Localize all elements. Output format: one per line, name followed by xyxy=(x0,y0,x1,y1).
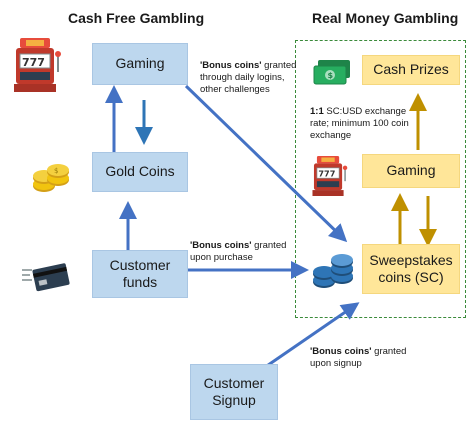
gaming-box-left: Gaming xyxy=(92,43,188,85)
exchange-rate-note: 1:1 SC:USD exchange rate; minimum 100 co… xyxy=(310,106,414,142)
blue-coin-stack-icon xyxy=(313,254,353,288)
purchase-bonus-note: 'Bonus coins' granted upon purchase xyxy=(190,240,295,264)
signup-bonus-note: 'Bonus coins' granted upon signup xyxy=(310,346,410,370)
slot-machine-icon: 777 xyxy=(14,38,61,92)
gold-coins-box: Gold Coins xyxy=(92,152,188,192)
cash-prizes-box: Cash Prizes xyxy=(362,55,460,85)
customer-signup-box: Customer Signup xyxy=(190,364,278,420)
arrow-gaming-to-sweepstakes xyxy=(184,84,348,243)
sweepstakes-box: Sweepstakes coins (SC) xyxy=(362,244,460,294)
cash-bill-icon: $ xyxy=(313,60,350,85)
gaming-box-right-label: Gaming xyxy=(386,162,436,179)
svg-text:777: 777 xyxy=(22,56,45,69)
sweepstakes-label: Sweepstakes coins (SC) xyxy=(369,251,453,286)
daily-bonus-note: 'Bonus coins' granted through daily logi… xyxy=(200,60,305,96)
gaming-box-right: Gaming xyxy=(362,154,460,188)
purchase-bonus-note-text: granted upon purchase xyxy=(190,240,287,263)
customer-signup-label: Customer Signup xyxy=(203,374,265,409)
arrow-signup-to-sweepstakes xyxy=(257,302,360,374)
cash-prizes-label: Cash Prizes xyxy=(373,61,449,78)
customer-funds-box: Customer funds xyxy=(92,250,188,298)
daily-bonus-note-bold: 'Bonus coins' xyxy=(200,60,262,71)
gold-coins-label: Gold Coins xyxy=(105,163,175,180)
svg-text:$: $ xyxy=(54,167,58,175)
gold-coin-stack-icon: $ xyxy=(33,164,69,192)
cash-free-heading: Cash Free Gambling xyxy=(68,10,205,26)
customer-funds-label: Customer funds xyxy=(109,256,171,291)
exchange-rate-note-text: SC:USD exchange rate; minimum 100 coin e… xyxy=(310,106,409,141)
signup-bonus-note-bold: 'Bonus coins' xyxy=(310,346,372,357)
real-money-region xyxy=(295,40,466,318)
slot-machine-icon: 777 xyxy=(312,156,348,196)
signup-bonus-note-text: granted upon signup xyxy=(310,346,407,369)
svg-text:$: $ xyxy=(328,71,334,80)
purchase-bonus-note-bold: 'Bonus coins' xyxy=(190,240,252,251)
svg-text:777: 777 xyxy=(318,169,335,179)
credit-card-icon xyxy=(22,263,70,292)
exchange-rate-note-bold: 1:1 xyxy=(310,106,324,117)
real-money-heading: Real Money Gambling xyxy=(312,10,459,26)
gaming-box-left-label: Gaming xyxy=(115,55,165,72)
daily-bonus-note-text: granted through daily logins, other chal… xyxy=(200,60,297,95)
